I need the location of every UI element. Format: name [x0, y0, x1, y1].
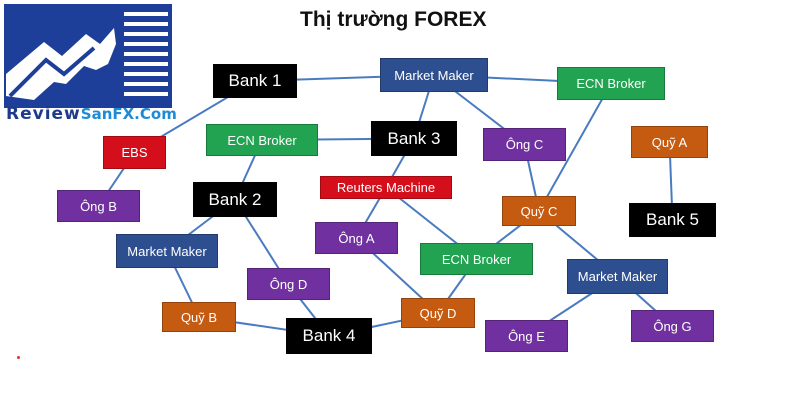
node-bank-5: Bank 5 — [629, 203, 716, 237]
node-ebs: EBS — [103, 136, 166, 169]
node-quy-a: Quỹ A — [631, 126, 708, 158]
node-ong-d: Ông D — [247, 268, 330, 300]
node-market-maker-left: Market Maker — [116, 234, 218, 268]
node-ong-c: Ông C — [483, 128, 566, 161]
node-ecn-broker-left: ECN Broker — [206, 124, 318, 156]
logo-text-review: Review — [6, 104, 81, 124]
node-ecn-broker-top-right: ECN Broker — [557, 67, 665, 100]
node-bank-1: Bank 1 — [213, 64, 297, 98]
logo-text-sanfx: SanFX.Com — [80, 105, 177, 123]
node-market-maker-top: Market Maker — [380, 58, 488, 92]
node-quy-c: Quỹ C — [502, 196, 576, 226]
diagram-title: Thị trường FOREX — [300, 8, 487, 31]
node-bank-4: Bank 4 — [286, 318, 372, 354]
node-ong-e: Ông E — [485, 320, 568, 352]
node-ecn-broker-middle: ECN Broker — [420, 243, 533, 275]
node-quy-b: Quỹ B — [162, 302, 236, 332]
node-ong-g: Ông G — [631, 310, 714, 342]
bull-emblem-icon — [4, 4, 172, 108]
link-ecn-topright-quy-c — [538, 83, 612, 212]
node-reuters-machine: Reuters Machine — [320, 176, 452, 199]
node-bank-3: Bank 3 — [371, 121, 457, 156]
stray-dot — [17, 356, 20, 359]
reviewsanfx-logo — [4, 4, 172, 126]
logo-text: ReviewSanFX.Com — [6, 104, 177, 124]
node-ong-b: Ông B — [57, 190, 140, 222]
node-bank-2: Bank 2 — [193, 182, 277, 217]
node-quy-d: Quỹ D — [401, 298, 475, 328]
node-ong-a: Ông A — [315, 222, 398, 254]
node-market-maker-right: Market Maker — [567, 259, 668, 294]
